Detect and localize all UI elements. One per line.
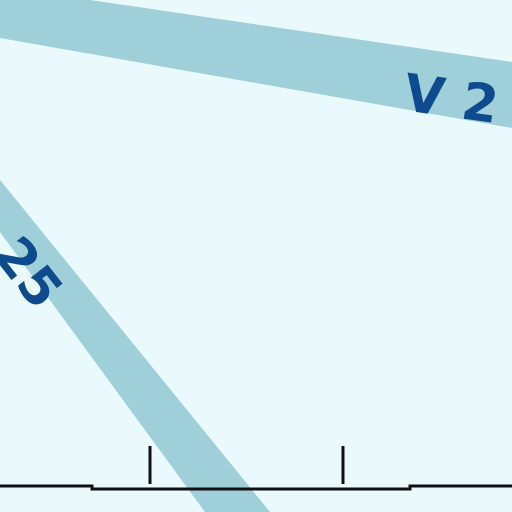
boundary-line <box>0 484 512 491</box>
road-band-lower <box>0 180 270 512</box>
road-band-upper <box>0 0 512 128</box>
road-label-upper: V 2 <box>400 63 502 136</box>
